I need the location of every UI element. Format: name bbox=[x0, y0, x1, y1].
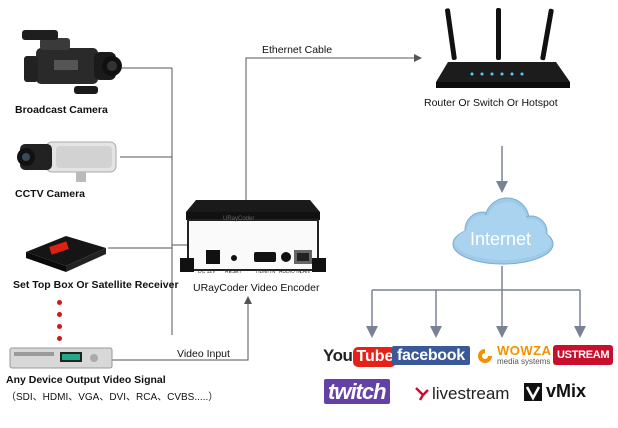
ustream-logo: USTREAM bbox=[553, 345, 614, 365]
vmix-logo: vMix bbox=[523, 381, 586, 402]
ustream-text: USTREAM bbox=[553, 345, 614, 365]
youtube-tube-text: Tube bbox=[353, 347, 397, 367]
cctv-camera-label: CCTV Camera bbox=[15, 188, 86, 200]
internet-label: Internet bbox=[470, 229, 532, 249]
wowza-text: WOWZA bbox=[497, 343, 552, 358]
vmix-text: vMix bbox=[546, 381, 587, 401]
facebook-logo: facebook bbox=[392, 346, 470, 365]
wowza-swirl-icon bbox=[478, 348, 492, 363]
any-device-label: Any Device Output Video Signal bbox=[6, 374, 166, 386]
video-input-line bbox=[112, 296, 252, 361]
livestream-logo: livestream bbox=[414, 384, 509, 404]
encoder-brand-text: URayCoder bbox=[223, 216, 255, 222]
source-formats-label: （SDI、HDMI、VGA、DVI、RCA、CVBS.....） bbox=[6, 392, 219, 403]
video-encoder-icon bbox=[178, 198, 326, 287]
youtube-you-text: You bbox=[323, 346, 353, 365]
port-hdmi-label: HDMI IN bbox=[256, 269, 276, 275]
ethernet-cable-label: Ethernet Cable bbox=[262, 44, 333, 56]
router-label: Router Or Switch Or Hotspot bbox=[424, 97, 558, 109]
internet-cloud-icon bbox=[447, 196, 559, 273]
facebook-text: facebook bbox=[392, 346, 470, 365]
port-lan-label: LAN bbox=[300, 269, 310, 275]
dvd-player-icon bbox=[8, 344, 114, 377]
twitch-text: twitch bbox=[324, 379, 390, 404]
port-dc-label: DC 12V bbox=[198, 269, 216, 275]
broadcast-camera-icon bbox=[14, 28, 122, 103]
more-devices-dots bbox=[57, 300, 62, 348]
wowza-sub-text: media systems bbox=[497, 357, 551, 366]
port-reset-label: RESET bbox=[225, 269, 242, 275]
livestream-mark-icon bbox=[415, 387, 429, 401]
ethernet-cable-line bbox=[245, 54, 422, 200]
set-top-box-icon bbox=[22, 222, 108, 279]
twitch-logo: twitch bbox=[324, 379, 390, 405]
port-audio-label: AUDIO IN bbox=[279, 269, 302, 275]
vmix-mark-icon bbox=[524, 382, 542, 401]
video-input-label: Video Input bbox=[177, 348, 230, 360]
set-top-box-label: Set Top Box Or Satellite Receiver bbox=[13, 279, 179, 291]
livestream-text: livestream bbox=[432, 384, 510, 403]
broadcast-camera-label: Broadcast Camera bbox=[15, 104, 108, 116]
cctv-camera-icon bbox=[16, 136, 120, 189]
wowza-logo: WOWZA media systems bbox=[476, 343, 552, 366]
router-icon bbox=[432, 6, 572, 99]
encoder-label: URayCoder Video Encoder bbox=[193, 282, 320, 294]
